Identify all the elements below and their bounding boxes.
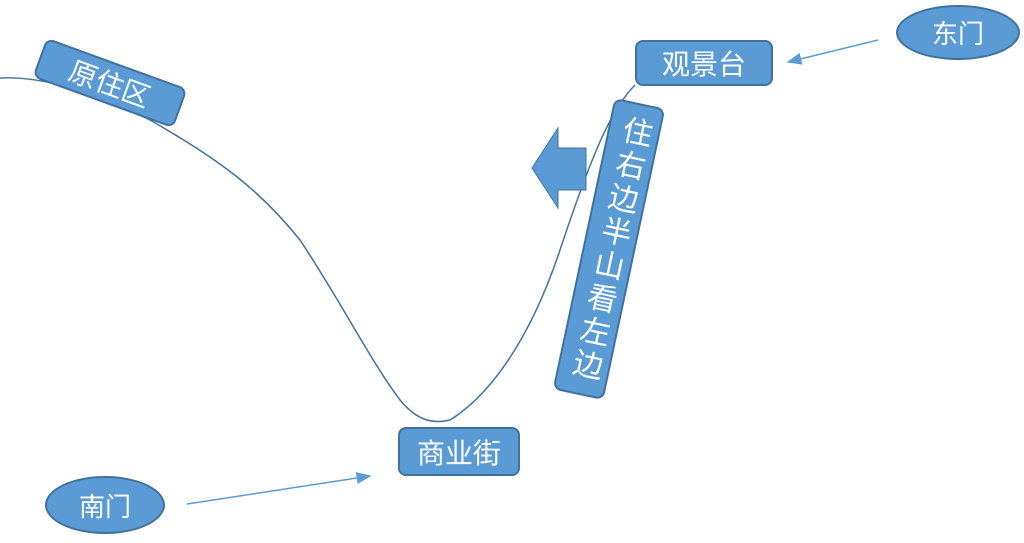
viewpoint-label: 观景台 [635,40,773,86]
east-gate-arrow [786,39,879,65]
south-gate-label: 南门 [45,476,165,534]
east-gate-label: 东门 [896,5,1020,60]
valley-curve [0,77,636,423]
commercial-street-label: 商业街 [398,427,520,476]
left-arrow-shape [531,126,587,210]
south-gate-arrow [186,472,372,505]
